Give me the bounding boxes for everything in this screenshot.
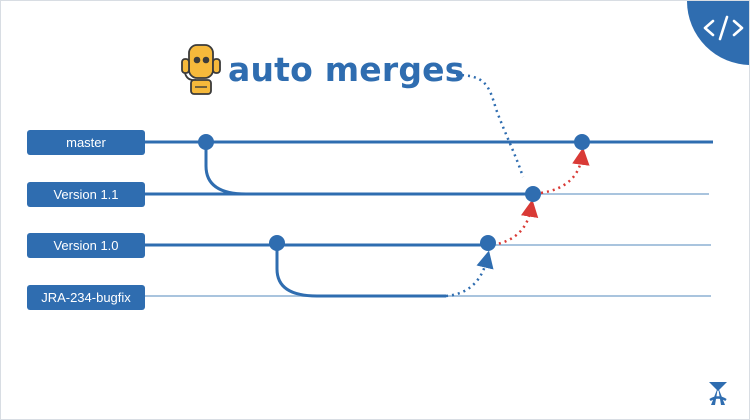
robot-icon: [181, 44, 221, 95]
code-icon: [687, 1, 749, 65]
commit-dot: [269, 235, 285, 251]
merge-arrow-bugfix: [445, 250, 494, 298]
branch-label-bugfix: JRA-234-bugfix: [27, 285, 145, 310]
commit-dot: [480, 235, 496, 251]
branch-label-version-1-1: Version 1.1: [27, 182, 145, 207]
annotation-pointer: [455, 73, 525, 178]
auto-merge-arrow-1-1: [540, 147, 590, 195]
commit-dot: [574, 134, 590, 150]
branch-curve-bugfix: [275, 243, 446, 298]
commit-dot: [525, 186, 541, 202]
commit-dot: [198, 134, 214, 150]
branch-label-version-1-0: Version 1.0: [27, 233, 145, 258]
branch-curve-version-1-1: [204, 142, 247, 196]
atlassian-logo-icon: [709, 382, 727, 405]
title: auto merges: [228, 50, 465, 89]
auto-merge-arrow-1-0: [492, 199, 539, 247]
branch-label-master: master: [27, 130, 145, 155]
